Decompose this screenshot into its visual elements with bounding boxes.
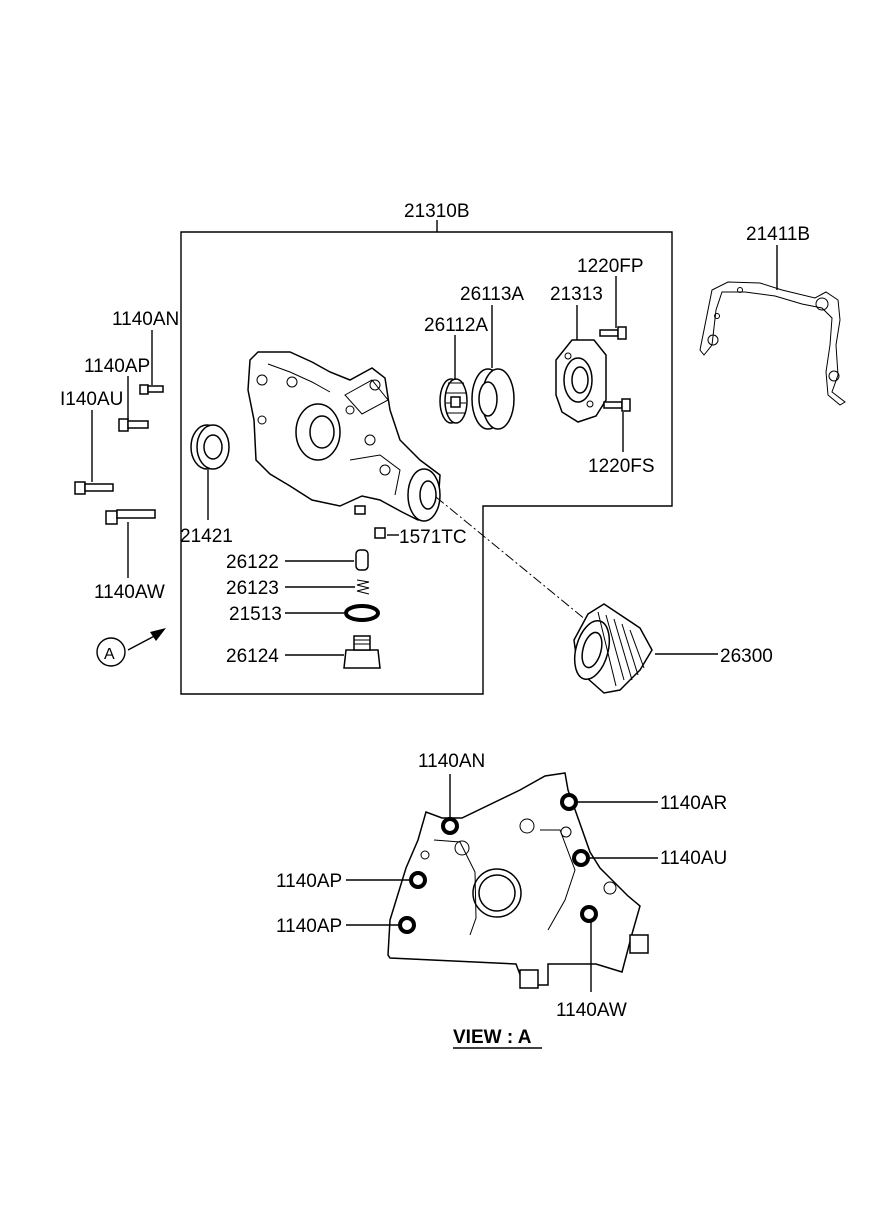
outer-rotor-label: 26113A	[460, 284, 524, 305]
view-ap1-label: 1140AP	[276, 871, 342, 892]
bolt-1140an	[139, 384, 164, 395]
screw-1220fp-label: 1220FP	[577, 256, 644, 277]
view-an-label: 1140AN	[418, 751, 485, 772]
view-bolt-aw	[580, 905, 598, 923]
screw-1220fs-label: 1220FS	[588, 456, 655, 477]
inner-rotor-label: 26112A	[424, 315, 488, 336]
oil-filter-label: 26300	[720, 646, 773, 667]
oil-seal-part	[190, 424, 230, 470]
bolt-1140au-label: I140AU	[60, 389, 123, 410]
plunger-part	[355, 549, 369, 571]
screw-1220fs	[603, 398, 631, 412]
screw-1220fp	[599, 326, 627, 340]
plug-label: 26124	[226, 646, 279, 667]
bolt-1140an-label: 1140AN	[112, 309, 179, 330]
view-bolt-au	[572, 849, 590, 867]
filter-leader	[435, 496, 587, 621]
oil-filter-part	[573, 603, 653, 694]
outer-rotor-part	[471, 368, 515, 430]
gasket-ring-part	[344, 604, 380, 622]
assembly-boundary	[180, 231, 673, 695]
view-bolt-ap1	[409, 871, 427, 889]
view-bolt-ap2	[398, 916, 416, 934]
plug-part	[343, 635, 381, 669]
view-a-marker-label: A	[104, 646, 115, 663]
gasket-label: 21411B	[746, 224, 810, 245]
bolt-1140ap-label: 1140AP	[84, 356, 150, 377]
view-aw-label: 1140AW	[556, 1000, 627, 1021]
gasket-ring-label: 21513	[229, 604, 282, 625]
pump-cover-label: 21313	[550, 284, 603, 305]
oil-seal-label: 21421	[180, 526, 233, 547]
view-ap2-label: 1140AP	[276, 916, 342, 937]
view-a-marker: A	[96, 628, 166, 667]
view-title: VIEW : A	[453, 1027, 532, 1048]
bolt-1140aw	[105, 509, 156, 525]
oil-pump-housing	[247, 351, 441, 522]
view-a-housing	[387, 772, 649, 989]
view-ar-label: 1140AR	[660, 793, 727, 814]
assembly-label: 21310B	[404, 201, 470, 222]
spring-label: 26123	[226, 578, 279, 599]
view-au-label: 1140AU	[660, 848, 727, 869]
gasket-part	[699, 281, 846, 406]
bolt-1140ap	[118, 418, 149, 432]
view-bolt-ar	[560, 793, 578, 811]
spring-part	[356, 579, 370, 595]
small-plug-label: 1571TC	[399, 527, 467, 548]
pump-cover-part	[555, 339, 607, 423]
bolt-1140aw-label: 1140AW	[94, 582, 165, 603]
small-plug-part	[374, 527, 386, 539]
inner-rotor-part	[439, 378, 468, 424]
plunger-label: 26122	[226, 552, 279, 573]
bolt-1140au	[74, 481, 114, 495]
view-bolt-an	[441, 817, 459, 835]
